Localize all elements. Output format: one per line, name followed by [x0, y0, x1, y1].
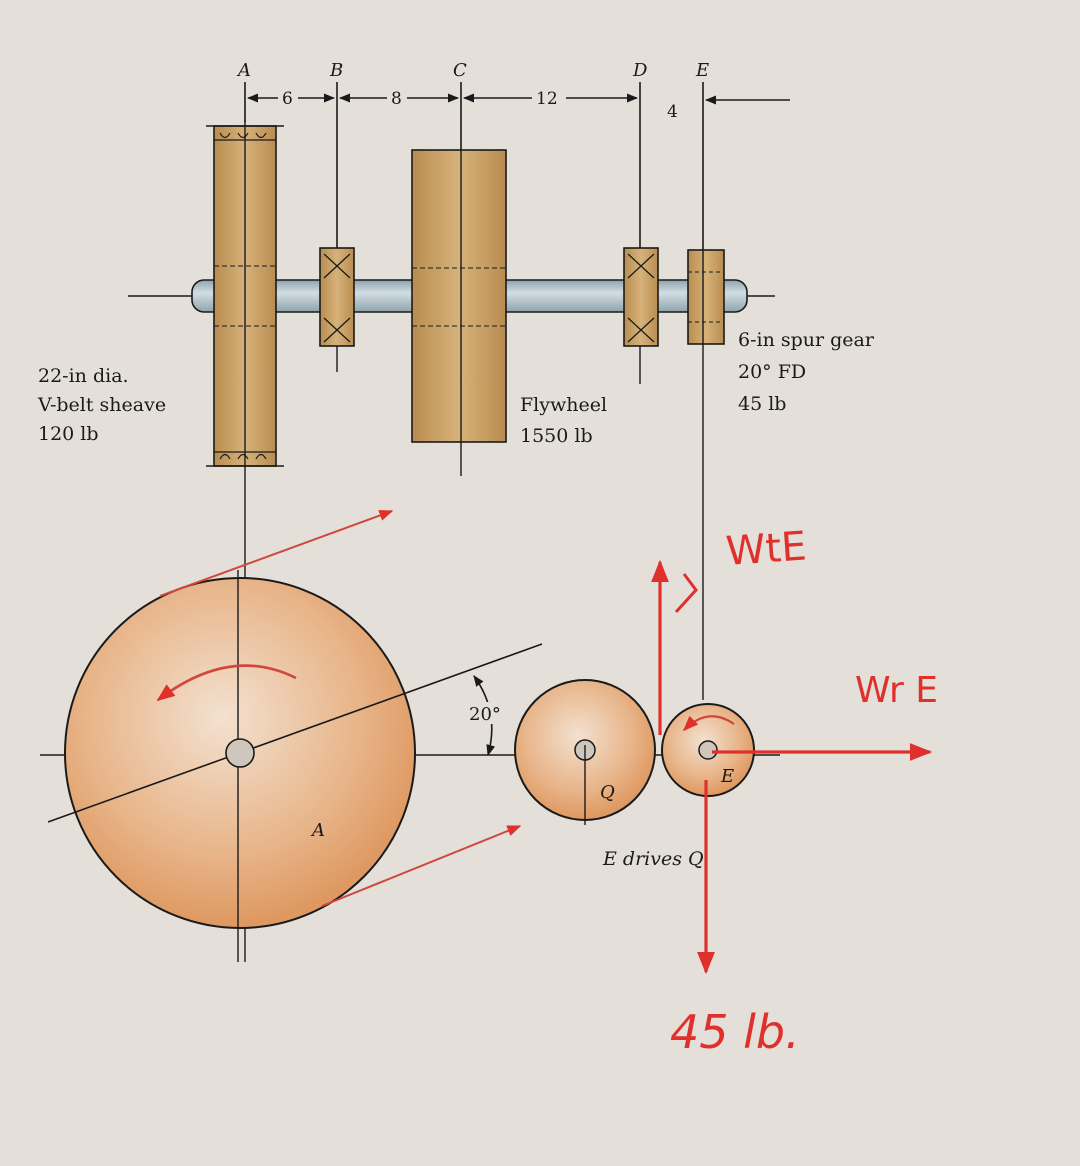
belt-angle-line: [47, 643, 543, 823]
flywheel-name-label: Flywheel: [520, 394, 607, 416]
side-view: [128, 120, 775, 962]
component-labels: 22-in dia. V-belt sheave 120 lb Flywheel…: [37, 329, 875, 447]
station-c-label: C: [453, 60, 467, 81]
dim-ab-label: 6: [282, 89, 293, 109]
sheave-hub: [225, 738, 255, 768]
station-a-label: A: [236, 60, 251, 81]
dim-de-label: 4: [667, 102, 678, 122]
flywheel-weight-label: 1550 lb: [520, 425, 593, 447]
dimension-labels: A B C D E 6 8 12 4: [236, 60, 709, 122]
bearing-b: [319, 247, 355, 372]
gear-weight-label: 45 lb: [738, 393, 786, 415]
station-b-label: B: [329, 60, 343, 81]
belt-angle-label: 20°: [469, 704, 501, 725]
sheave-diameter-label: 22-in dia.: [38, 365, 129, 387]
gear-e-rotation-arrow: [682, 715, 735, 732]
belt-lower-run: [321, 825, 522, 907]
sheave-rotation-arrow: [156, 664, 297, 702]
spur-gear: [687, 249, 725, 345]
gear-e-hub: [698, 740, 718, 760]
dim-bc-label: 8: [391, 89, 402, 109]
end-view: 20° A Q E E drives Q: [40, 510, 780, 962]
station-d-label: D: [632, 60, 648, 81]
tangential-force-label: WtE: [724, 523, 808, 575]
bearing-d: [623, 247, 659, 384]
gear-angle-label: 20° FD: [738, 361, 806, 383]
drive-caption: E drives Q: [602, 848, 704, 870]
sheave-weight-label: 120 lb: [38, 423, 99, 445]
radial-force-label: Wr E: [855, 670, 938, 711]
gear-e-letter: E: [720, 766, 734, 787]
belt-upper-run: [159, 510, 394, 597]
gear-q-letter: Q: [600, 782, 615, 803]
handwritten-annotations: WtE Wr E 45 lb.: [651, 523, 938, 1059]
weight-label: 45 lb.: [670, 1005, 800, 1059]
tangential-force-tick: [674, 573, 698, 614]
flywheel: [411, 149, 507, 476]
gear-size-label: 6-in spur gear: [738, 329, 875, 351]
sheave-type-label: V-belt sheave: [37, 394, 166, 416]
sheave-letter: A: [310, 820, 325, 841]
station-e-label: E: [695, 60, 709, 81]
dim-cd-label: 12: [536, 89, 558, 109]
dimension-row: [244, 82, 790, 250]
